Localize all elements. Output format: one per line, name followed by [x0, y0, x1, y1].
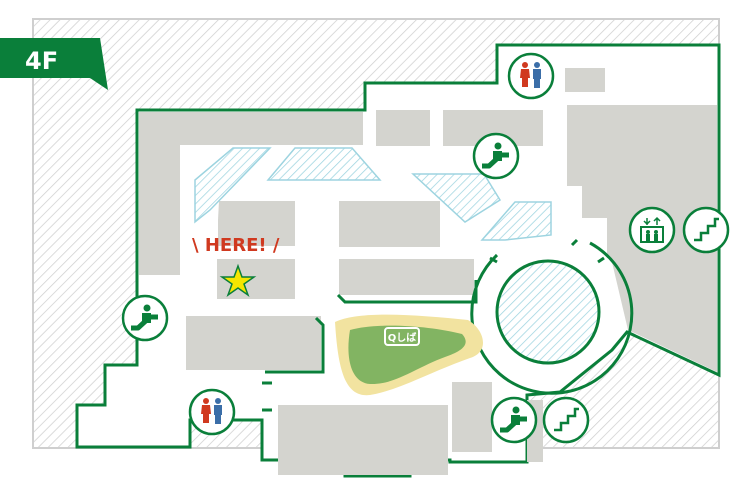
atrium-circle [495, 259, 601, 365]
atrium-voids [194, 147, 552, 241]
elevator-icon[interactable] [628, 206, 676, 254]
escalator-icon[interactable] [123, 296, 167, 340]
atrium-railing [470, 241, 634, 395]
park-label-bubble [384, 327, 420, 346]
escalator-icon[interactable] [474, 134, 518, 178]
escalator-icon[interactable] [492, 398, 536, 442]
walls [262, 238, 605, 412]
floor-badge: 4F [0, 38, 108, 90]
store-blocks [139, 68, 717, 475]
park-label: Qしば [388, 331, 417, 344]
here-label: \ HERE! / [192, 235, 280, 256]
restroom-icon[interactable] [188, 388, 236, 436]
restroom-icon[interactable] [507, 52, 555, 100]
stairs-icon[interactable] [542, 396, 590, 444]
stairs-icon[interactable] [682, 206, 730, 254]
current-location-star-icon [219, 263, 257, 297]
floor-label: 4F [25, 47, 58, 75]
park-lawn [348, 325, 466, 385]
